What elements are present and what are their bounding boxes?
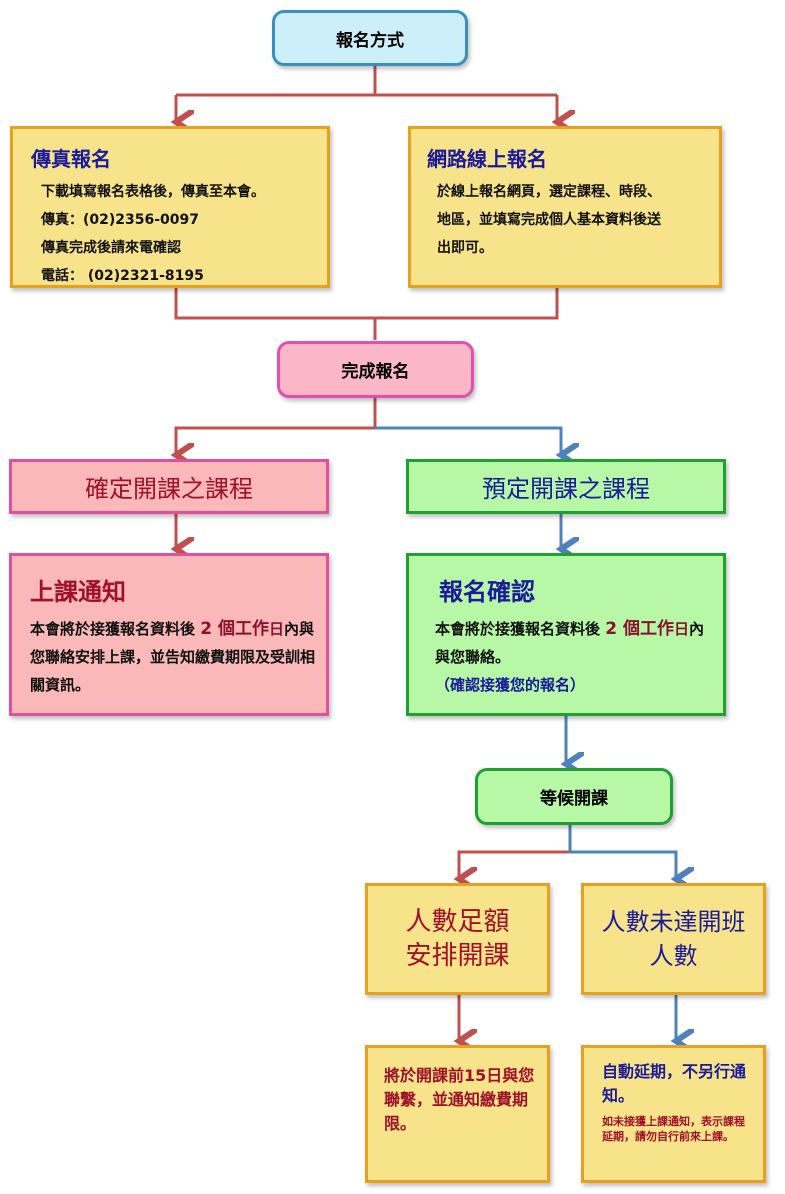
notfull-detail-box: 自動延期，不另行通知。 如未接獲上課通知，表示課程延期，請勿自行前來上課。: [581, 1045, 766, 1183]
not-enough-people-box: 人數未達開班 人數: [581, 883, 766, 995]
confirm-highlight: 2 個工作: [605, 619, 674, 639]
enough-people-box: 人數足額 安排開課: [365, 883, 550, 995]
notice-highlight: 日: [268, 620, 284, 638]
full-line: 人數足額: [405, 907, 510, 937]
confirm-highlight: 日: [673, 620, 689, 638]
registration-confirm-box: 報名確認 本會將於接獲報名資料後 2 個工作日內與您聯絡。 （確認接獲您的報名）: [406, 553, 726, 716]
fax-line: 電話： (02)2321-8195: [41, 268, 204, 284]
wait-node: 等候開課: [475, 768, 673, 825]
fax-line: 傳真：(02)2356-0097: [41, 212, 200, 228]
notice-text: 內與您聯絡安排上課，並告知繳費期限及受訓相關資訊。: [30, 620, 316, 694]
fax-title: 傳真報名: [31, 147, 111, 171]
online-line: 出即可。: [437, 240, 493, 256]
connector-wait-left: [459, 850, 570, 879]
notice-highlight: 2 個工作: [200, 619, 269, 639]
notice-text: 本會將於接獲報名資料後: [30, 620, 201, 638]
full-detail-box: 將於開課前15日與您聯繫，並通知繳費期限。: [365, 1045, 550, 1183]
notfull-line: 人數: [649, 942, 698, 970]
class-notice-box: 上課通知 本會將於接獲報名資料後 2 個工作日內與您聯絡安排上課，並告知繳費期限…: [9, 553, 329, 716]
notfull-detail: 自動延期，不另行通知。: [602, 1062, 747, 1105]
done-node: 完成報名: [277, 341, 474, 398]
confirm-text: 本會將於接獲報名資料後: [435, 620, 606, 638]
online-title: 網路線上報名: [427, 147, 547, 171]
online-line: 於線上報名網頁，選定課程、時段、: [437, 184, 661, 200]
confirm-title: 報名確認: [439, 578, 535, 606]
confirmed-course-node: 確定開課之課程: [9, 459, 329, 514]
confirm-text: 內與您聯絡。: [435, 620, 705, 666]
fax-registration-box: 傳真報名 下載填寫報名表格後，傳真至本會。 傳真：(02)2356-0097 傳…: [10, 126, 330, 288]
start-node: 報名方式: [272, 10, 468, 66]
connector-wait-right: [568, 825, 676, 879]
connector-done-left: [176, 398, 377, 455]
connector-start: [176, 66, 557, 97]
confirm-note: （確認接獲您的報名）: [435, 676, 586, 694]
notice-title: 上課通知: [30, 578, 126, 606]
connector-merge: [174, 288, 559, 340]
planned-course-node: 預定開課之課程: [406, 459, 726, 514]
online-line: 地區，並填寫完成個人基本資料後送: [437, 212, 661, 228]
fax-line: 傳真完成後請來電確認: [41, 240, 181, 256]
connector-done-right: [375, 426, 561, 455]
fax-line: 下載填寫報名表格後，傳真至本會。: [41, 184, 265, 200]
full-line: 安排開課: [405, 941, 510, 971]
notfull-line: 人數未達開班: [601, 908, 746, 936]
notfull-note: 如未接獲上課通知，表示課程延期，請勿自行前來上課。: [602, 1115, 745, 1143]
online-registration-box: 網路線上報名 於線上報名網頁，選定課程、時段、 地區，並填寫完成個人基本資料後送…: [408, 126, 722, 288]
